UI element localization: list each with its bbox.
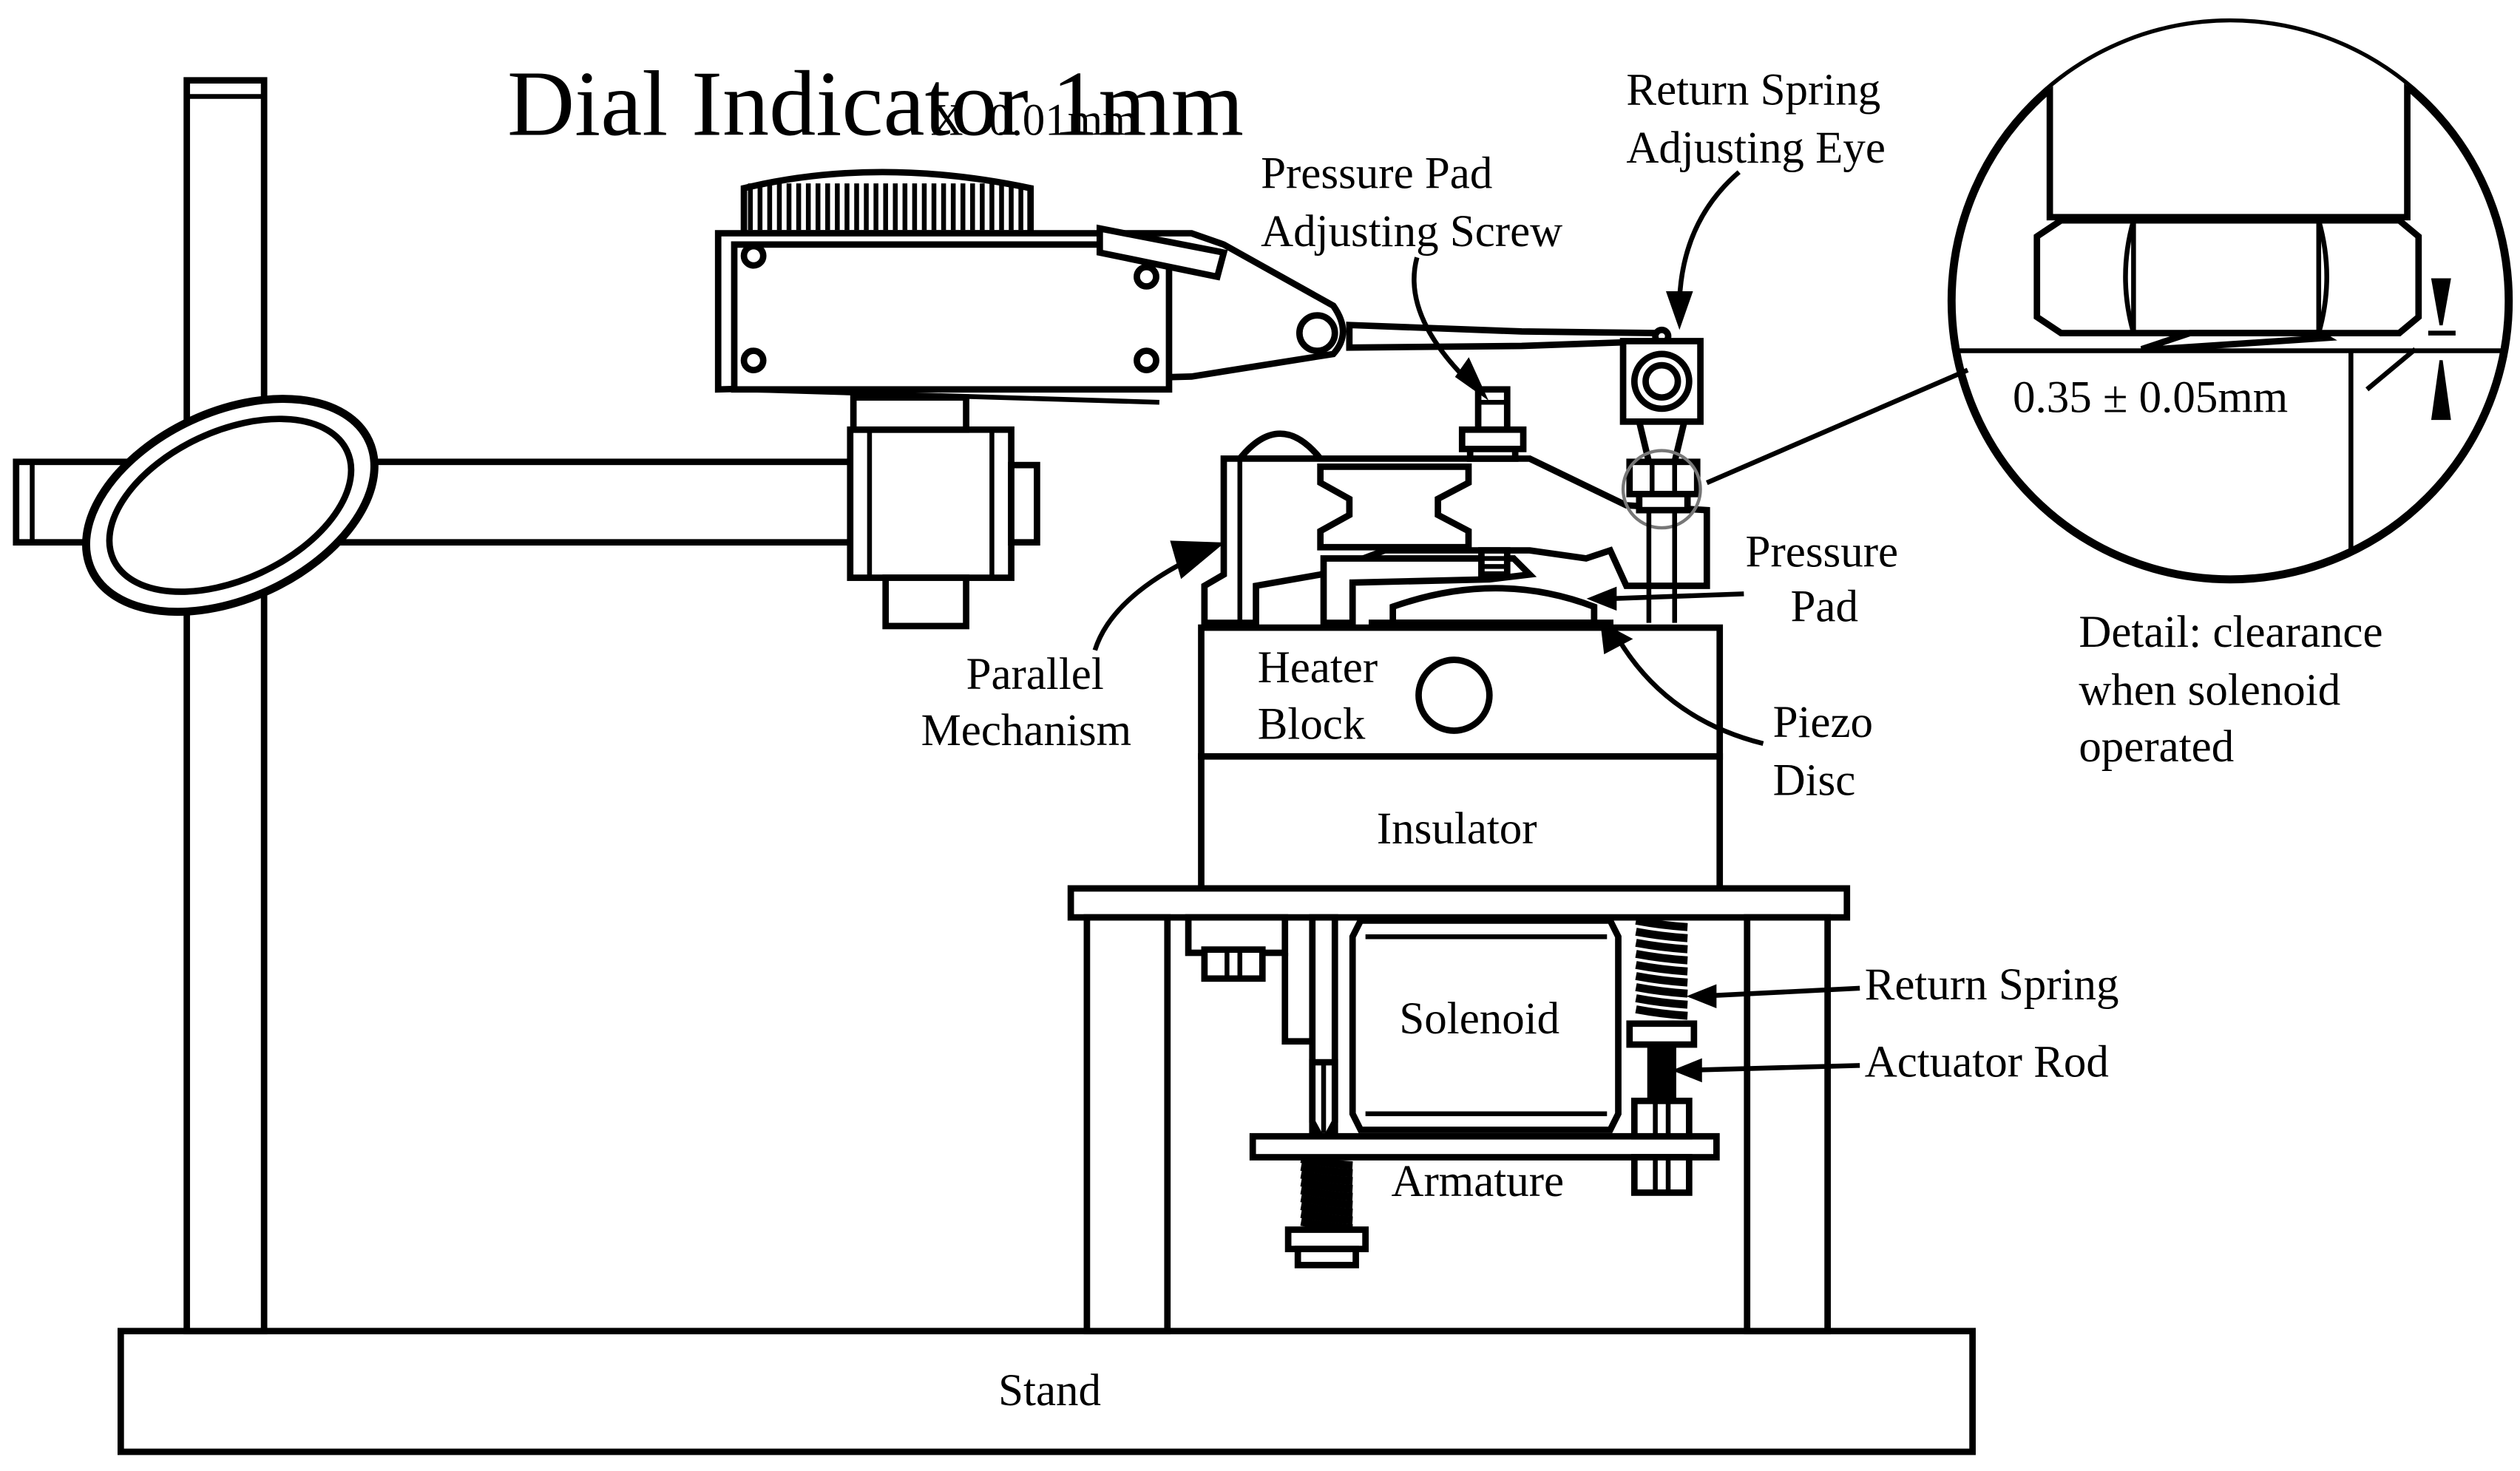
label-parallel-mechanism-1: Parallel <box>966 650 1104 699</box>
label-heater-block-1: Heater <box>1258 643 1378 693</box>
leader-arrows <box>1092 170 1860 1083</box>
label-return-spring-eye-2: Adjusting Eye <box>1626 123 1886 173</box>
mounting-plate <box>1067 885 1851 921</box>
label-detail-3: operated <box>2079 722 2234 772</box>
label-heater-block-2: Block <box>1258 699 1366 749</box>
pressure-pad-adjusting-screw <box>1458 386 1527 578</box>
clamp-ring <box>82 395 379 616</box>
vertical-post <box>183 77 268 1335</box>
label-insulator: Insulator <box>1377 804 1537 854</box>
actuator-rod <box>1630 1042 1693 1196</box>
support-legs <box>1083 914 1831 1335</box>
label-armature: Armature <box>1391 1157 1564 1206</box>
labels: Dial Indicator 1mm X 0.01mm Pressure Pad… <box>507 52 2383 1416</box>
lower-spring <box>1284 1155 1369 1268</box>
dial-indicator <box>714 169 1672 405</box>
label-return-spring: Return Spring <box>1865 960 2119 1010</box>
label-piezo-disc-2: Disc <box>1773 756 1856 806</box>
label-dial-times: X <box>931 96 963 146</box>
label-pressure-pad-1: Pressure <box>1746 527 1899 577</box>
return-spring-adjusting-eye <box>1619 338 1704 623</box>
label-dial-indicator: Dial Indicator 1mm <box>507 52 1244 156</box>
armature <box>1249 1132 1720 1161</box>
label-pressure-pad-screw-1: Pressure Pad <box>1261 149 1492 199</box>
insulator <box>1198 753 1724 892</box>
label-stand: Stand <box>998 1366 1101 1416</box>
label-detail-2: when solenoid <box>2079 666 2340 716</box>
label-piezo-disc-1: Piezo <box>1773 698 1873 747</box>
label-return-spring-eye-1: Return Spring <box>1626 65 1880 115</box>
detail-callout <box>1705 18 2513 584</box>
solenoid-assembly <box>1185 914 1622 1150</box>
label-pressure-pad-2: Pad <box>1791 582 1858 631</box>
label-detail-1: Detail: clearance <box>2079 608 2382 657</box>
label-parallel-mechanism-2: Mechanism <box>921 706 1131 755</box>
return-spring <box>1626 917 1698 1048</box>
label-pressure-pad-screw-2: Adjusting Screw <box>1261 207 1562 257</box>
arm-clamp-block <box>847 394 1040 630</box>
label-dial-resolution: 0.01mm <box>989 96 1138 146</box>
stand-base <box>117 1328 1976 1455</box>
label-clearance-value: 0.35 ± 0.05mm <box>2013 373 2288 422</box>
label-solenoid: Solenoid <box>1399 994 1559 1044</box>
label-actuator-rod: Actuator Rod <box>1865 1038 2109 1087</box>
